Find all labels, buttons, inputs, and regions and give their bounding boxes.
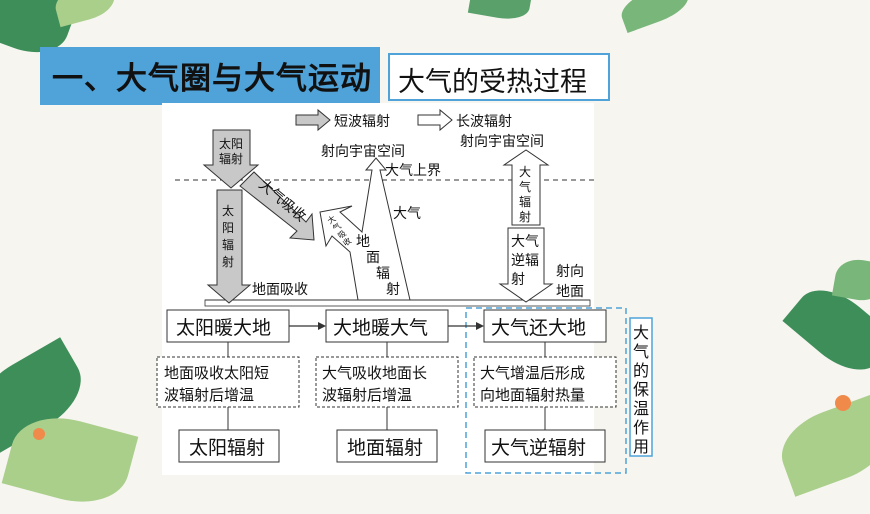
heat-process-diagram: 短波辐射 长波辐射 射向宇宙空间 太阳 辐射 大气吸收 太 阳 辐 射 地面吸收…	[156, 108, 653, 474]
to-ground-label-2: 地面	[556, 284, 584, 300]
counter-radiation-arrow	[498, 227, 554, 303]
note-3-line-2: 向地面辐射热量	[480, 386, 585, 404]
stage-3-label: 大气还大地	[491, 317, 586, 339]
flow-arrowhead-1	[318, 322, 326, 330]
source-1-label: 太阳辐射	[189, 437, 265, 459]
small-absorb-label-3: 吸	[336, 229, 348, 241]
side-label-box	[629, 317, 653, 457]
counter-rad-label-2: 逆辐	[511, 253, 539, 269]
solar-radiation-top-arrow	[202, 129, 260, 189]
side-label-4: 保	[633, 380, 649, 399]
source-box-3	[484, 429, 606, 463]
atm-rad-up-label-1: 大	[519, 165, 531, 179]
source-2-label: 地面辐射	[347, 437, 423, 459]
counter-rad-label-3: 射	[511, 272, 525, 288]
side-label-5: 温	[633, 399, 649, 418]
short-wave-legend-label: 短波辐射	[334, 114, 390, 130]
atmosphere-top-label: 大气上界	[385, 163, 441, 179]
solar-radiation-down-arrow	[206, 189, 252, 304]
decorative-flower	[835, 395, 851, 411]
to-space-label: 射向宇宙空间	[321, 144, 405, 160]
note-3-line-1: 大气增温后形成	[480, 364, 585, 382]
ground-surface	[204, 299, 591, 307]
solar-top-label-1: 太阳	[219, 136, 243, 151]
source-3-label: 大气逆辐射	[491, 437, 586, 459]
solar-down-label-3: 辐	[222, 237, 234, 252]
short-wave-legend-arrow	[295, 108, 331, 132]
atmosphere-radiation-up-arrow	[502, 149, 550, 226]
counter-rad-label-1: 大气	[511, 234, 539, 250]
note-1-line-1: 地面吸收太阳短	[164, 364, 269, 382]
long-wave-legend-label-2: 射向宇宙空间	[460, 134, 544, 150]
page-title: 一、大气圈与大气运动	[52, 61, 372, 97]
ground-radiation-label-3: 辐	[376, 266, 390, 282]
ground-radiation-label-1: 地	[356, 234, 370, 250]
ground-radiation-label-2: 面	[366, 250, 380, 266]
side-label-1: 大	[633, 323, 649, 342]
atm-rad-up-label-3: 辐	[519, 194, 531, 209]
atmosphere-label: 大气	[393, 206, 421, 222]
side-label-6: 作	[633, 418, 649, 437]
stage-box-1	[166, 309, 290, 343]
solar-down-label-4: 射	[222, 254, 234, 269]
note-2-line-2: 波辐射后增温	[322, 386, 412, 404]
to-ground-label-1: 射向	[556, 264, 584, 280]
ground-radiation-arrow	[319, 157, 411, 301]
side-label-3: 的	[633, 361, 649, 380]
solar-down-label-2: 阳	[222, 221, 234, 235]
title-banner	[40, 47, 380, 105]
ground-radiation-label-4: 射	[386, 282, 400, 298]
long-wave-legend-arrow	[417, 108, 453, 132]
long-wave-legend-label: 长波辐射	[456, 114, 512, 130]
side-label-2: 气	[633, 342, 649, 361]
side-label-7: 用	[633, 437, 649, 456]
stage-box-3	[483, 309, 607, 343]
solar-top-label-2: 辐射	[219, 151, 243, 166]
decorative-flower	[33, 428, 45, 440]
flow-arrowhead-2	[476, 322, 484, 330]
ground-absorb-label: 地面吸收	[252, 282, 308, 298]
atmosphere-absorb-arrow	[239, 171, 315, 241]
note-box-1	[156, 356, 300, 408]
note-2-line-1: 大气吸收地面长	[322, 364, 427, 382]
source-box-1	[178, 429, 280, 463]
stage-1-label: 太阳暖大地	[176, 317, 271, 339]
note-1-line-2: 波辐射后增温	[164, 386, 254, 404]
atm-rad-up-label-2: 气	[519, 179, 531, 194]
subtitle-box	[388, 53, 610, 101]
atm-rad-up-label-4: 射	[519, 209, 531, 224]
solar-down-label-1: 太	[222, 203, 234, 218]
source-box-2	[336, 429, 438, 463]
stage-2-label: 大地暖大气	[333, 317, 428, 339]
preservation-frame	[465, 307, 627, 474]
subtitle: 大气的受热过程	[398, 67, 587, 98]
